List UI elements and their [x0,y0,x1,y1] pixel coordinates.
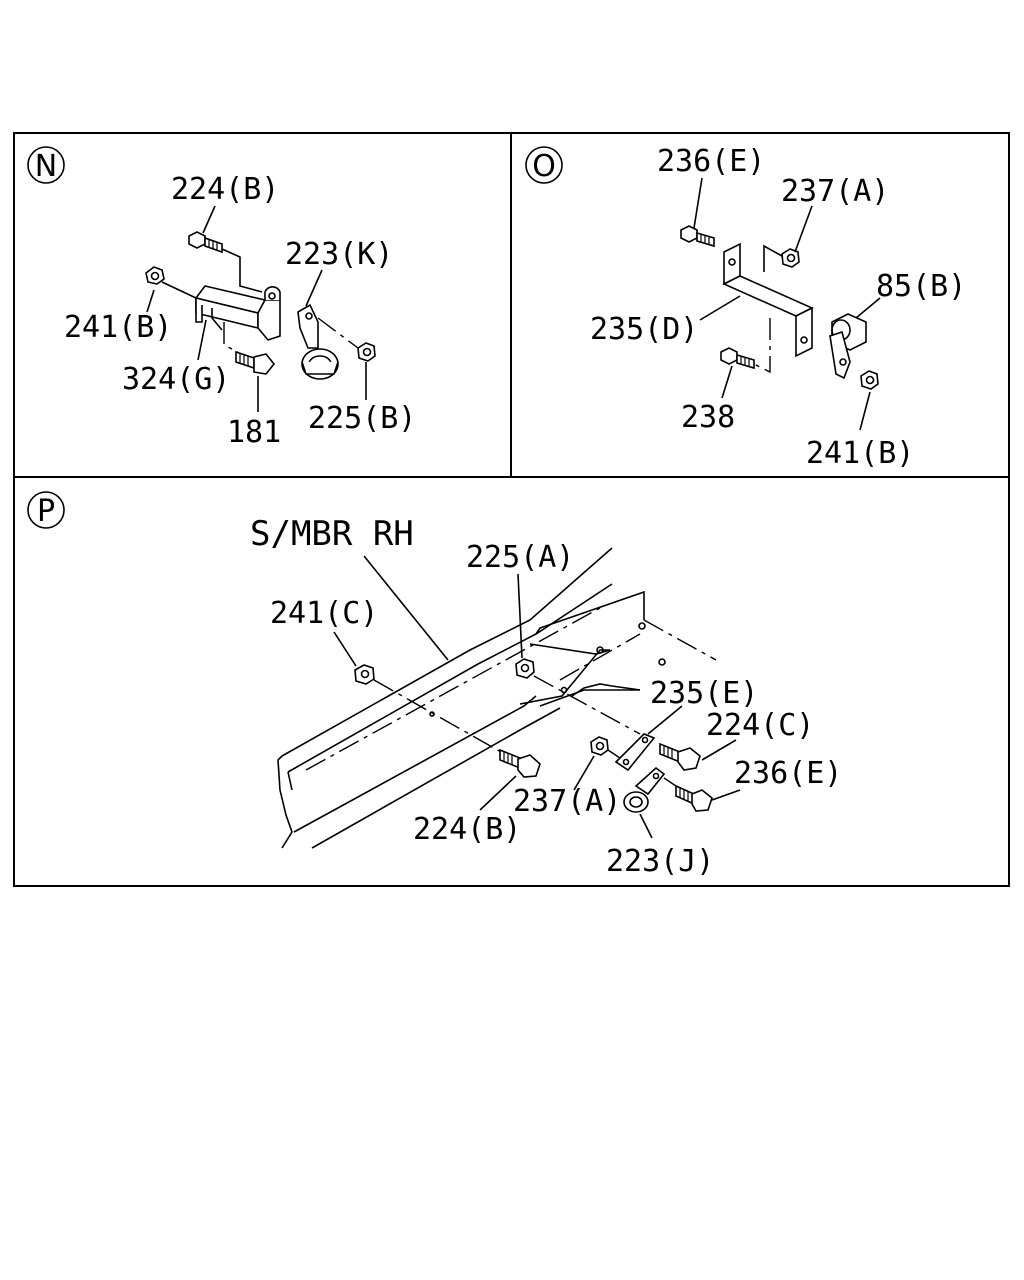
nut-237a-centerline [607,749,621,759]
label-324g: 324(G) [122,362,230,397]
bolt-238-leader [753,318,771,374]
bolt-181-leader [223,322,239,353]
label-241b-o: 241(B) [806,436,914,471]
clamp-225b-leader [317,317,359,349]
label-223j: 223(J) [606,844,714,879]
leader-237a [794,205,813,253]
hex-bolt-icon [659,742,701,771]
label-smbr-rh: S/MBR RH [250,514,414,554]
leader-85b [855,297,881,319]
label-237a: 237(A) [781,174,889,209]
bushing-icon [829,313,867,380]
label-225b: 225(B) [308,401,416,436]
panel-o-marker: O [525,146,563,184]
leader-324g [197,319,207,361]
bracket-icon [194,285,281,341]
label-224b-p: 224(B) [413,812,521,847]
panel-p-marker: P [27,491,65,529]
panel-o: O [525,144,966,471]
leader-235e [647,705,683,735]
label-181: 181 [227,415,281,450]
label-236e: 236(E) [657,144,765,179]
leader-224b [202,205,216,234]
leader-smbr [363,555,449,661]
label-224b: 224(B) [171,172,279,207]
nut-225a-centerline [533,675,641,735]
leader-237a-p [573,755,595,791]
leader-241c [333,631,357,667]
hex-nut-icon [781,248,800,268]
label-241c: 241(C) [270,596,378,631]
hex-nut-icon [145,266,165,285]
label-235d: 235(D) [590,312,698,347]
label-224c: 224(C) [706,708,814,743]
panel-n: N [27,146,416,450]
nut-241b-leader [161,281,197,299]
clamp-236e-centerline [663,777,677,787]
leader-241b [146,289,155,313]
side-member-frame [277,547,717,849]
leader-224b-p [479,775,517,811]
nut-237a-leader [763,244,783,272]
hex-bolt-icon [675,784,713,812]
hex-bolt-icon [188,231,223,254]
hex-bolt-icon [720,347,755,370]
hex-bolt-icon [235,350,276,375]
panel-p: P [27,491,842,879]
label-238: 238 [681,400,735,435]
hex-bolt-icon [680,225,715,248]
leader-236e-p [711,789,741,801]
hex-bolt-icon [499,748,541,778]
leader-241b-o [859,391,871,431]
leader-235d [699,295,741,321]
diagram-frame [13,132,1010,887]
leader-238 [721,365,733,399]
hex-nut-icon [354,664,375,685]
label-237a-p: 237(A) [513,784,621,819]
label-85b: 85(B) [876,269,966,304]
pipe-clamp-icon [623,766,666,813]
label-225a: 225(A) [466,540,574,575]
label-241b: 241(B) [64,310,172,345]
leader-223k [305,269,323,307]
hex-nut-icon [515,658,535,679]
leader-236e [693,177,703,229]
label-235e: 235(E) [650,676,758,711]
hex-nut-icon [860,370,879,390]
hex-nut-icon [590,736,609,756]
bracket-icon [722,242,814,358]
leader-224c [701,739,737,761]
nut-241c-centerline [373,679,509,757]
label-223k: 223(K) [285,237,393,272]
panel-n-marker: N [27,146,65,184]
pipe-clamp-icon [297,303,339,380]
leader-223j [639,813,653,839]
leader-225a [517,573,523,659]
hex-nut-icon [357,342,376,362]
panel-n-marker-text: N [35,149,57,184]
bolt-224b-leader [221,248,263,293]
label-236e-p: 236(E) [734,756,842,791]
bracket-icon [614,733,656,772]
panel-o-marker-text: O [532,149,556,184]
panel-p-marker-text: P [37,494,55,529]
